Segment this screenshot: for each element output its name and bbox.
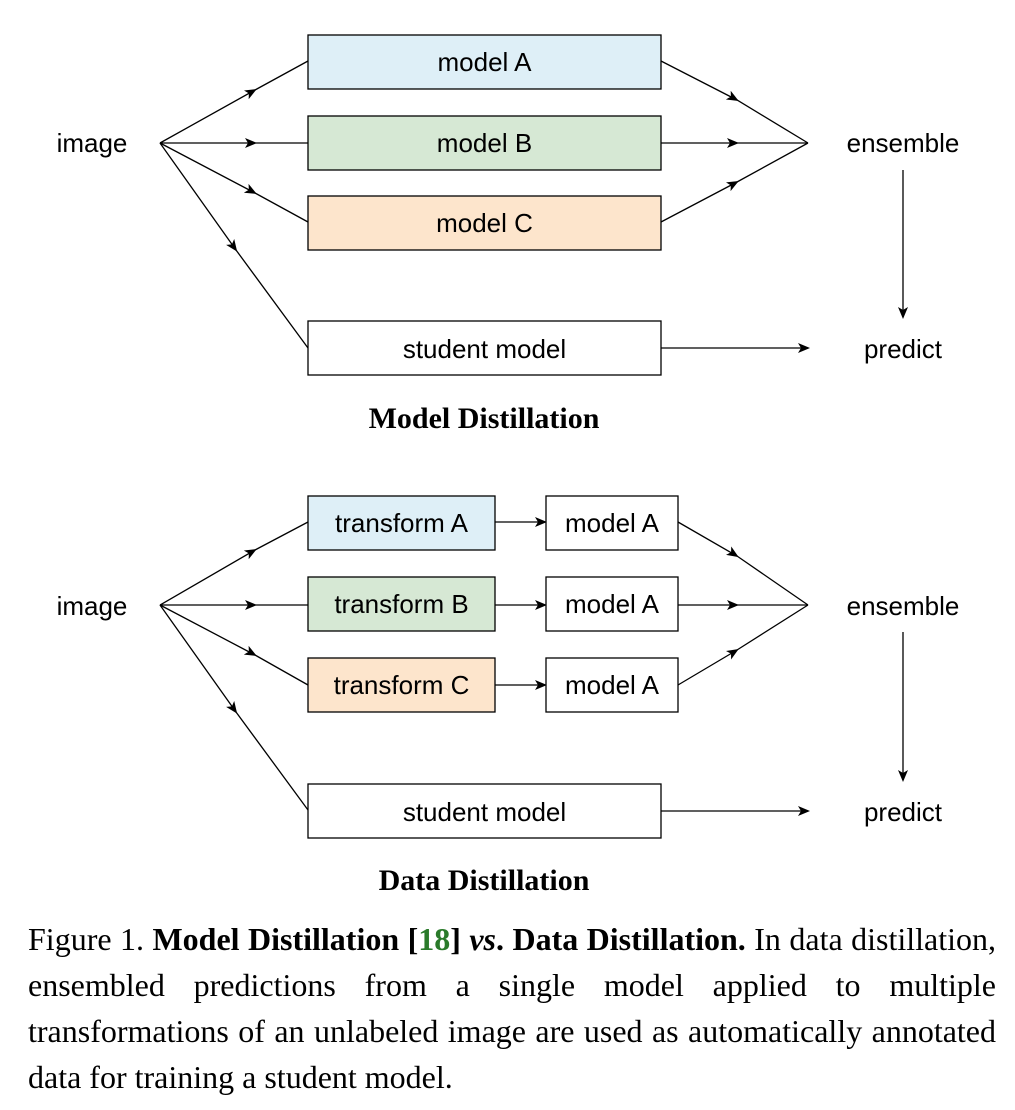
model-box-1: model A <box>545 495 679 551</box>
edge-model-3-to-ensemble <box>677 604 809 686</box>
predict-label: predict <box>864 334 943 364</box>
model-c-box: model C <box>307 195 662 251</box>
model-box-1-label: model A <box>565 508 660 538</box>
input-image-label: image <box>57 128 128 158</box>
model-box-2: model A <box>545 576 679 632</box>
edge-image-to-model-a <box>159 60 309 144</box>
ensemble-label-2: ensemble <box>847 591 960 621</box>
edge-model-a-to-ensemble <box>660 60 809 144</box>
edge-model-c-to-ensemble <box>660 142 809 223</box>
edge-image-to-transform-c <box>159 604 309 686</box>
caption-prefix: Figure 1. <box>28 921 144 957</box>
transform-b-box: transform B <box>307 576 496 632</box>
ensemble-label: ensemble <box>847 128 960 158</box>
student-model-box: student model <box>307 320 662 376</box>
transform-a-label: transform A <box>335 508 469 538</box>
data-distillation-section: image transform A transform B transform … <box>57 495 960 897</box>
edge-image-to-model-c <box>159 142 309 223</box>
edge-image-to-student <box>159 142 309 349</box>
predict-label-2: predict <box>864 797 943 827</box>
transform-b-label: transform B <box>334 589 468 619</box>
transform-c-label: transform C <box>334 670 470 700</box>
caption-bold-1: Model Distillation [ <box>152 921 419 957</box>
student-model-label-2: student model <box>403 797 566 827</box>
data-distillation-title: Data Distillation <box>379 864 590 897</box>
model-b-label: model B <box>437 128 532 158</box>
transform-c-box: transform C <box>307 657 496 713</box>
model-box-3-label: model A <box>565 670 660 700</box>
model-box-3: model A <box>545 657 679 713</box>
edge-model-1-to-ensemble <box>677 521 809 606</box>
distillation-diagram: image model A model B model C student m <box>57 34 960 897</box>
caption-body: In data distillation, ensembled predicti… <box>28 921 996 1095</box>
model-distillation-section: image model A model B model C student m <box>57 34 960 435</box>
model-distillation-title: Model Distillation <box>369 402 600 435</box>
caption-vs: vs <box>469 921 496 957</box>
student-model-label: student model <box>403 334 566 364</box>
caption-bold-2: ] <box>450 921 461 957</box>
model-a-box: model A <box>307 34 662 90</box>
figure-caption: Figure 1. Model Distillation [18] vs. Da… <box>28 916 996 1100</box>
model-box-2-label: model A <box>565 589 660 619</box>
input-image-label-2: image <box>57 591 128 621</box>
model-c-label: model C <box>436 208 533 238</box>
citation-link[interactable]: 18 <box>418 921 451 957</box>
model-a-label: model A <box>438 47 533 77</box>
edge-image-to-student-2 <box>159 604 309 811</box>
student-model-box-2: student model <box>307 783 662 839</box>
edge-image-to-transform-a <box>159 521 309 606</box>
model-b-box: model B <box>307 115 662 171</box>
caption-bold-3: . Data Distillation. <box>496 921 746 957</box>
transform-a-box: transform A <box>307 495 496 551</box>
